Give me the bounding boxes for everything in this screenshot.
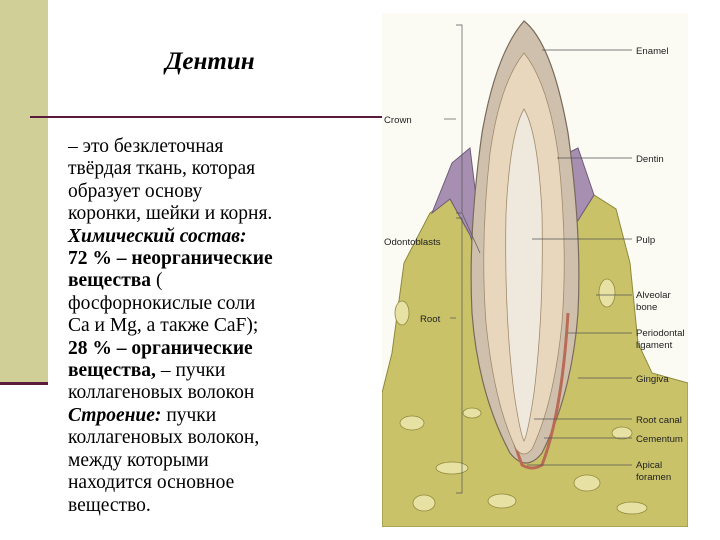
text-segment: ( xyxy=(151,270,163,292)
tooth-diagram: Crown Odontoblasts Root Enamel Dentin Pu… xyxy=(382,13,688,527)
text-segment: Ca и Mg, а также CaF); xyxy=(68,315,259,337)
label-odontoblasts: Odontoblasts xyxy=(384,237,441,248)
text-line: вещества ( xyxy=(68,270,388,292)
label-cementum: Cementum xyxy=(636,434,683,445)
pulp-shape xyxy=(505,108,543,442)
tooth-diagram-svg: Crown Odontoblasts Root Enamel Dentin Pu… xyxy=(382,20,688,527)
text-segment: образует основу xyxy=(68,180,203,202)
text-line: вещества, – пучки xyxy=(68,360,388,382)
label-alveolar-line1: Alveolar xyxy=(636,290,671,301)
left-accent-edge xyxy=(0,382,48,385)
text-segment: пучки xyxy=(161,404,217,426)
text-line: 28 % – органические xyxy=(68,338,388,360)
text-segment: фосфорнокислые соли xyxy=(68,292,256,314)
label-periodontal-line2: ligament xyxy=(636,340,673,351)
label-dentin: Dentin xyxy=(636,154,664,165)
text-line: твёрдая ткань, которая xyxy=(68,158,388,180)
label-periodontal-line1: Periodontal xyxy=(636,328,685,339)
text-segment: коллагеновых волокон, xyxy=(68,427,260,449)
text-line: фосфорнокислые соли xyxy=(68,293,388,315)
text-line: находится основное xyxy=(68,472,388,494)
label-apical-line1: Apical xyxy=(636,460,662,471)
text-segment: 28 % – органические xyxy=(68,337,253,359)
label-crown: Crown xyxy=(384,115,412,126)
title-divider xyxy=(30,116,382,118)
text-segment: коронки, шейки и корня. xyxy=(68,203,273,225)
text-segment: коллагеновых волокон xyxy=(68,382,255,404)
text-line: коллагеновых волокон, xyxy=(68,427,388,449)
label-root: Root xyxy=(420,314,441,325)
slide-title: Дентин xyxy=(165,48,255,75)
label-alveolar-line2: bone xyxy=(636,302,657,313)
text-segment: вещества xyxy=(68,270,152,292)
left-accent-band xyxy=(0,0,48,384)
text-segment: вещества, xyxy=(68,360,156,382)
text-segment: Химический состав: xyxy=(68,225,247,247)
text-line: Химический состав: xyxy=(68,226,388,248)
text-segment: – это безклеточная xyxy=(68,136,224,157)
text-line: – это безклеточная xyxy=(68,136,388,158)
text-segment: – пучки xyxy=(155,360,226,382)
text-line: между которыми xyxy=(68,450,388,472)
text-segment: 72 % – неорганические xyxy=(68,248,273,270)
label-root-canal: Root canal xyxy=(636,415,682,426)
label-pulp: Pulp xyxy=(636,235,655,246)
label-enamel: Enamel xyxy=(636,46,669,57)
text-line: коронки, шейки и корня. xyxy=(68,203,388,225)
label-apical-line2: foramen xyxy=(636,472,671,483)
text-line: вещество. xyxy=(68,495,388,517)
leader-lines xyxy=(444,24,632,494)
bone-texture xyxy=(394,278,648,515)
text-segment: находится основное xyxy=(68,472,235,494)
text-line: коллагеновых волокон xyxy=(68,382,388,404)
text-line: Строение: пучки xyxy=(68,405,388,427)
text-segment: вещество. xyxy=(68,494,151,516)
text-line: Ca и Mg, а также CaF); xyxy=(68,315,388,337)
text-segment: между которыми xyxy=(68,449,209,471)
text-segment: Строение: xyxy=(68,404,162,426)
label-gingiva: Gingiva xyxy=(636,374,669,385)
text-line: образует основу xyxy=(68,181,388,203)
text-line: 72 % – неорганические xyxy=(68,248,388,270)
text-segment: твёрдая ткань, которая xyxy=(68,158,256,180)
